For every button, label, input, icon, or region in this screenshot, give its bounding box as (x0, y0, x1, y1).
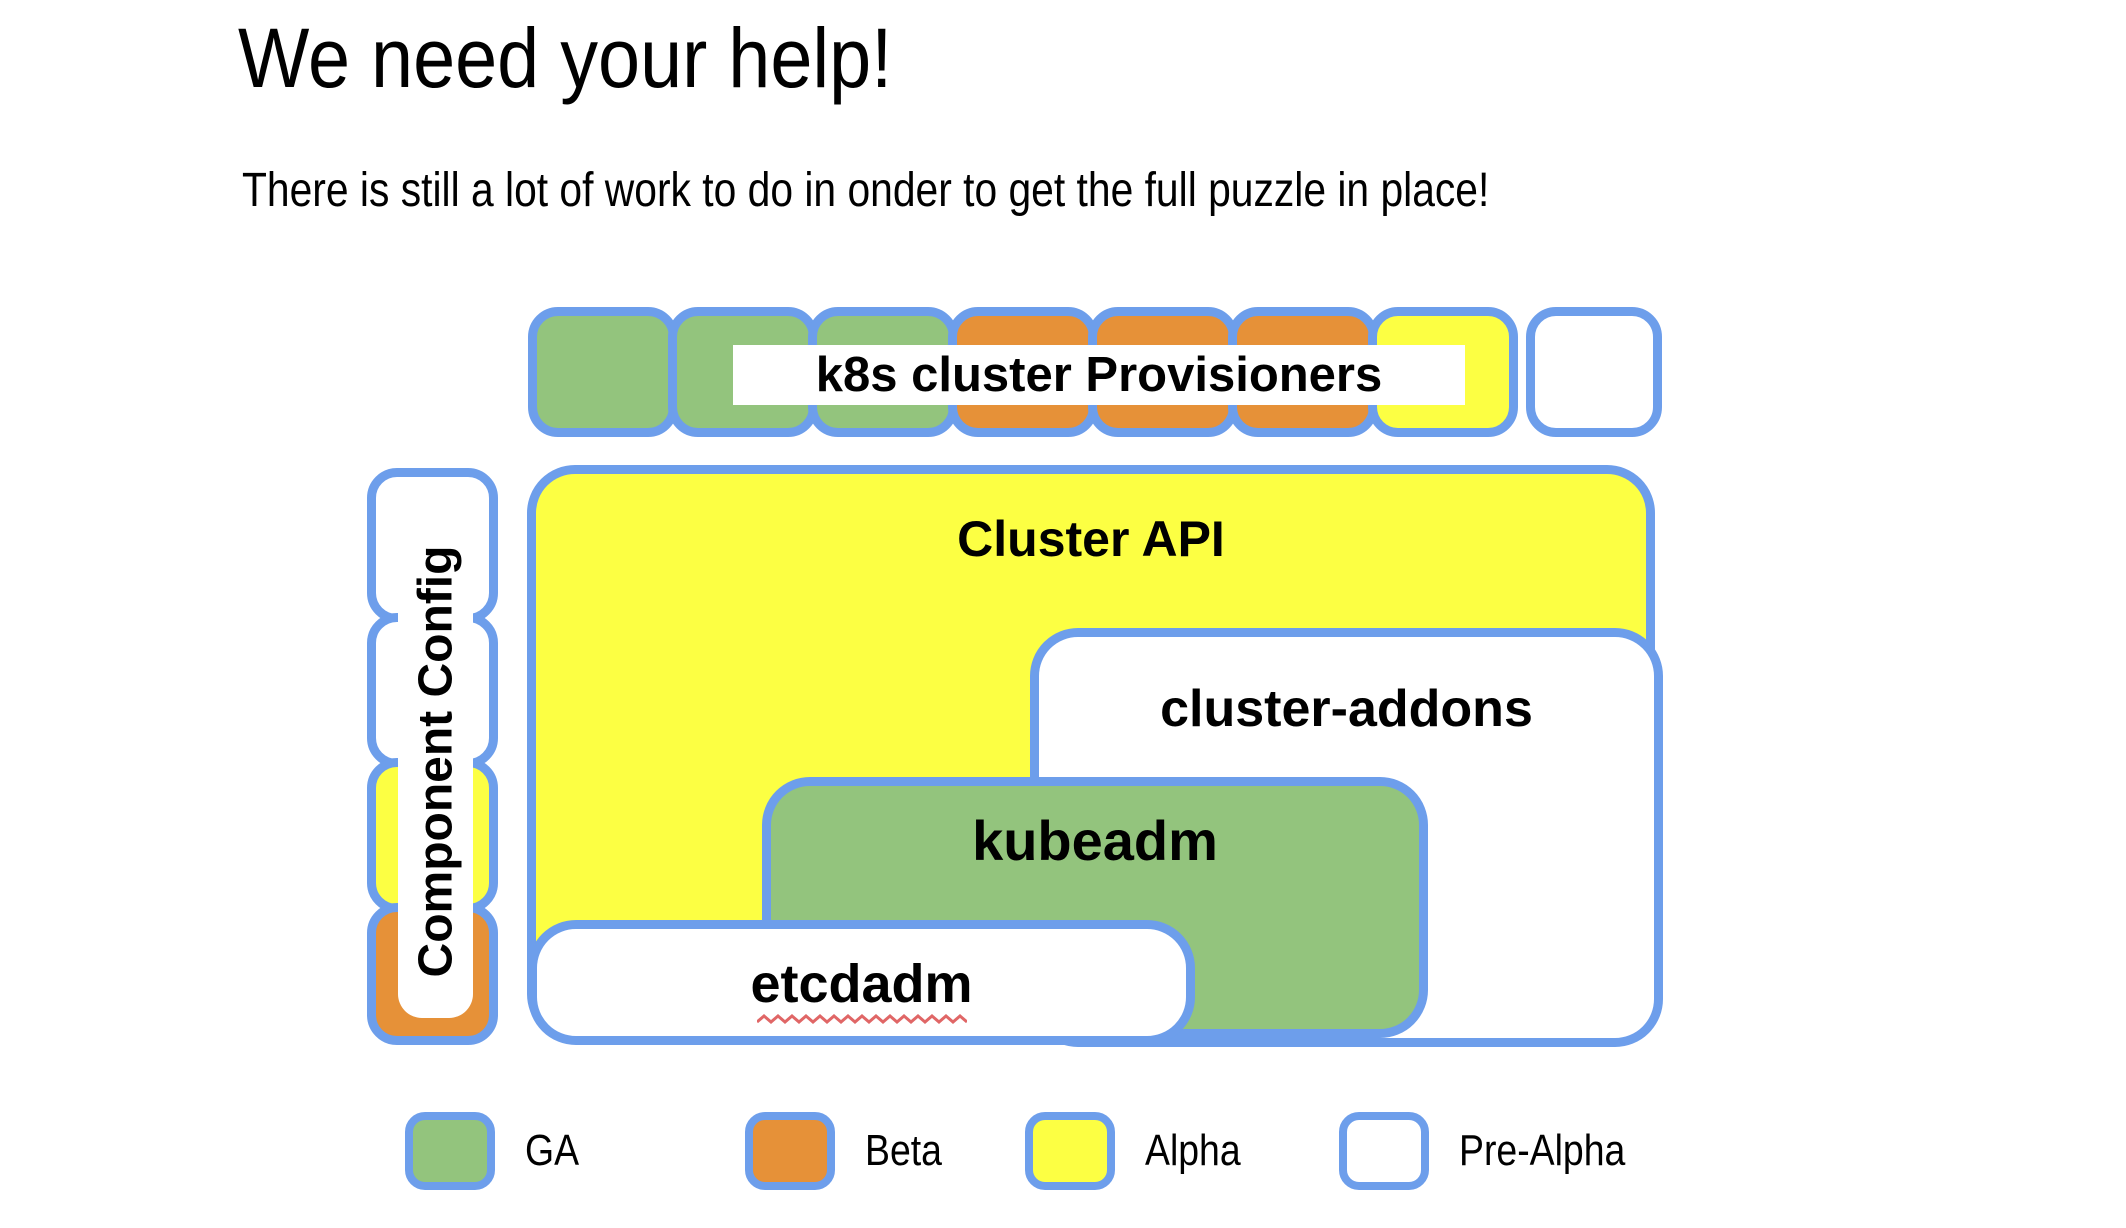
slide-title: We need your help! (238, 11, 893, 105)
legend-item-ga: GA (405, 1112, 589, 1190)
legend-label: Beta (865, 1126, 942, 1175)
legend-label: Pre-Alpha (1459, 1126, 1626, 1175)
legend-swatch-pre-alpha (1339, 1112, 1429, 1190)
component-config-label-strip: Component Config (398, 505, 473, 1018)
legend-item-beta: Beta (745, 1112, 956, 1190)
etcdadm-label: etcdadm (750, 954, 973, 1014)
cluster-api-label: Cluster API (957, 511, 1225, 567)
legend-label: GA (525, 1126, 580, 1175)
provisioners-label-strip: k8s cluster Provisioners (733, 345, 1465, 405)
provisioners-label: k8s cluster Provisioners (815, 348, 1383, 402)
legend-label: Alpha (1145, 1126, 1241, 1175)
legend-swatch-ga (405, 1112, 495, 1190)
legend: GA Beta Alpha Pre-Alpha (0, 1112, 2126, 1192)
legend-swatch-alpha (1025, 1112, 1115, 1190)
kubeadm-label: kubeadm (972, 809, 1218, 872)
spellcheck-squiggle-icon (756, 1014, 967, 1024)
provisioner-piece-ga (528, 307, 678, 437)
legend-item-alpha: Alpha (1025, 1112, 1258, 1190)
component-config-label: Component Config (409, 545, 462, 978)
legend-swatch-beta (745, 1112, 835, 1190)
provisioner-piece-prealpha (1526, 307, 1662, 437)
slide-subtitle: There is still a lot of work to do in on… (242, 164, 1490, 217)
etcdadm-box: etcdadm (528, 920, 1195, 1045)
etcdadm-label-group: etcdadm (537, 953, 1186, 1025)
legend-item-pre-alpha: Pre-Alpha (1339, 1112, 1655, 1190)
cluster-addons-label: cluster-addons (1160, 680, 1533, 738)
